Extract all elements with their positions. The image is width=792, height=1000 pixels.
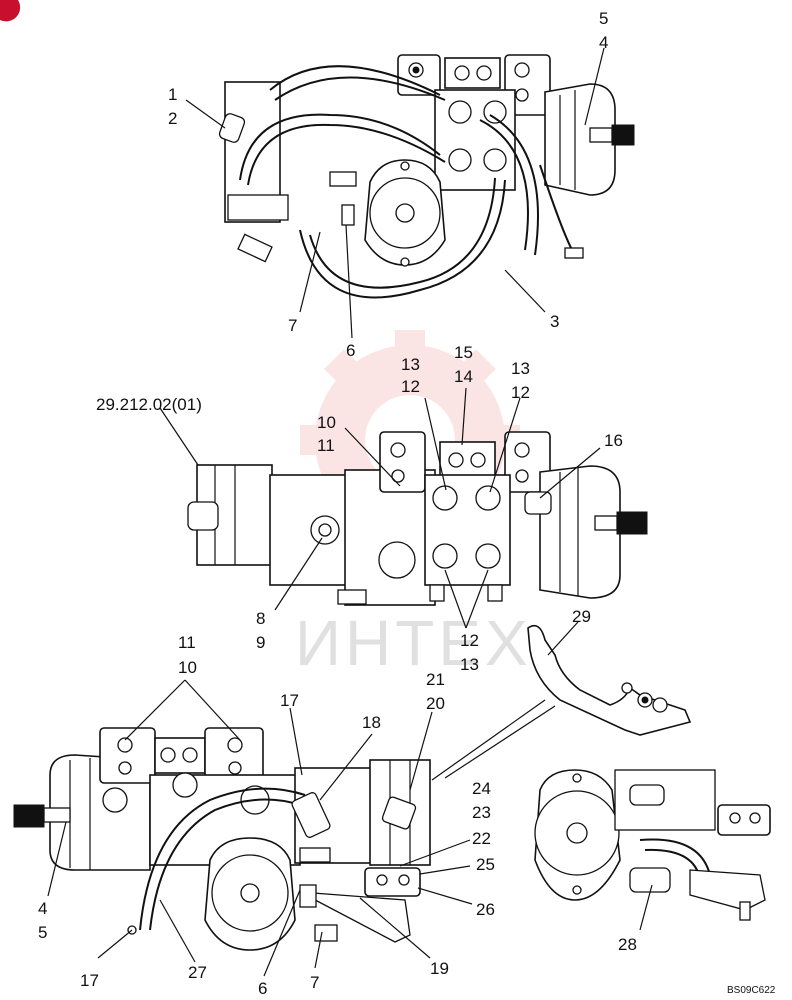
callout-7-bottom: 7 [310,973,319,992]
callout-5-bottom: 5 [38,923,47,942]
watermark-text: ИНТЕХ [295,607,532,679]
middle-view-assembly [187,431,648,606]
corner-mark [0,0,21,22]
callout-22: 22 [472,829,491,848]
callout-16: 16 [604,431,623,450]
callout-10-mid: 10 [317,413,336,432]
callout-28: 28 [618,935,637,954]
callout-reference: 29.212.02(01) [96,395,202,414]
callout-2: 2 [168,109,177,128]
callout-23: 23 [472,803,491,822]
callout-11-bottom: 11 [178,633,196,652]
callout-29: 29 [572,607,591,626]
callout-8: 8 [256,609,265,628]
callout-12-mid-right: 12 [511,383,530,402]
callout-27: 27 [188,963,207,982]
callout-21: 21 [426,670,445,689]
callout-25: 25 [476,855,495,874]
callout-13-mid-left: 13 [401,355,420,374]
callout-4-bottom: 4 [38,899,47,918]
bottom-view-assembly [13,727,431,951]
callout-17-upper: 17 [280,691,299,710]
callout-5-top: 5 [599,9,608,28]
callout-18: 18 [362,713,381,732]
callout-4-top: 4 [599,33,608,52]
callout-13-mid-bottom: 13 [460,655,479,674]
callout-12-mid-bottom: 12 [460,631,479,650]
callout-1: 1 [168,85,177,104]
inset-bracket [527,624,692,736]
callout-13-mid-right: 13 [511,359,530,378]
callout-10-bottom: 10 [178,658,197,677]
callout-14: 14 [454,367,473,386]
top-view-assembly [218,54,635,299]
callout-11-mid: 11 [317,436,335,455]
callout-6-top: 6 [346,341,355,360]
inset-detail [534,769,771,921]
callout-26: 26 [476,900,495,919]
callout-12-mid-left: 12 [401,377,420,396]
callout-19: 19 [430,959,449,978]
drawing-code: BS09C622 [727,985,776,996]
callout-15: 15 [454,343,473,362]
callout-24: 24 [472,779,491,798]
callout-6-bottom: 6 [258,979,267,998]
callout-20: 20 [426,694,445,713]
callout-17-lower: 17 [80,971,99,990]
callout-3: 3 [550,312,559,331]
callout-9: 9 [256,633,265,652]
callout-7-top: 7 [288,316,297,335]
